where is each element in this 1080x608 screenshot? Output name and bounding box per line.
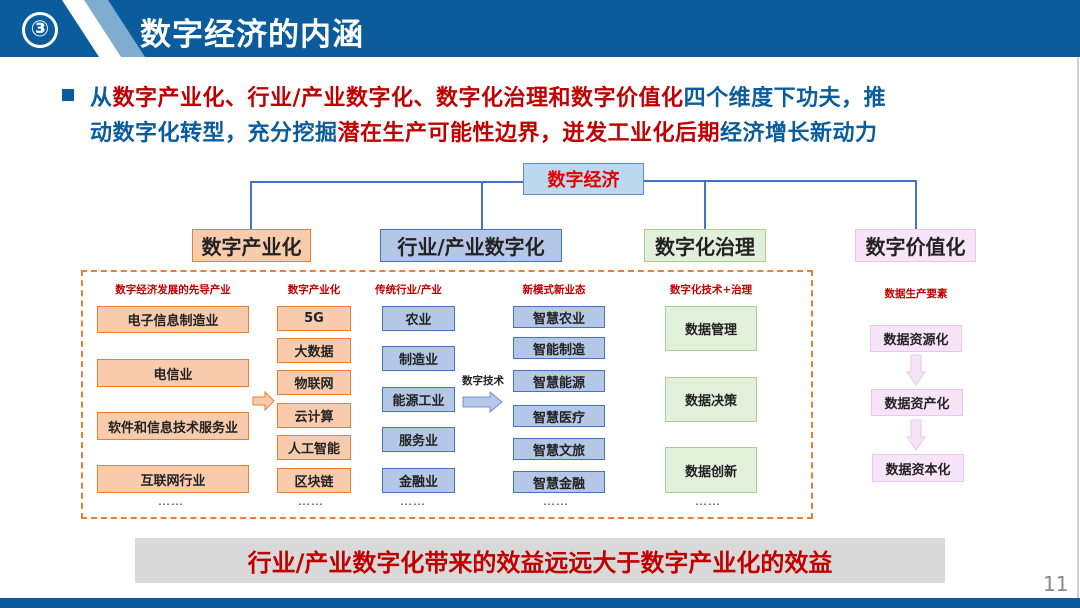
list-item: 智能制造 — [513, 337, 605, 359]
dim-digital-industrialization: 数字产业化 — [192, 229, 311, 262]
connector — [250, 181, 523, 183]
bullet-icon — [62, 89, 74, 101]
col-header: 数字经济发展的先导产业 — [115, 284, 231, 296]
list-item: 电子信息制造业 — [97, 306, 249, 333]
intro-text: 经济增长新动力 — [720, 121, 878, 146]
more-dots: …… — [298, 494, 324, 508]
more-dots: …… — [695, 494, 721, 508]
list-item: 数据资源化 — [870, 325, 962, 352]
col-header: 数字化技术+治理 — [669, 284, 753, 296]
col-header: 数据生产要素 — [884, 288, 948, 300]
header-bar — [0, 0, 1080, 57]
list-item: 智慧金融 — [513, 471, 605, 493]
list-item: 制造业 — [382, 346, 455, 371]
root-node: 数字经济 — [523, 163, 644, 195]
arrow-right-icon — [252, 391, 275, 411]
intro-line-1: 从数字产业化、行业/产业数字化、数字化治理和数字价值化四个维度下功夫，推 — [90, 80, 886, 112]
list-item: 数据资产化 — [871, 389, 963, 416]
dim-digital-governance: 数字化治理 — [644, 229, 766, 262]
intro-text: 四个维度下功夫，推 — [683, 86, 887, 111]
page-number: 11 — [1043, 572, 1069, 596]
list-item: 云计算 — [277, 403, 351, 428]
list-item: 电信业 — [97, 359, 249, 387]
list-item: 软件和信息技术服务业 — [97, 412, 249, 440]
col-header: 新模式新业态 — [522, 284, 586, 296]
list-item: 区块链 — [277, 468, 351, 493]
intro-highlight: 潜在生产可能性边界，迸发工业化后期 — [337, 121, 721, 146]
list-item: 物联网 — [277, 370, 351, 395]
list-item: 金融业 — [382, 468, 455, 493]
list-item: 能源工业 — [382, 387, 455, 412]
intro-highlight: 数字产业化、行业/产业数字化、数字化治理和数字价值化 — [112, 86, 684, 111]
arrow-down-icon — [906, 354, 926, 386]
more-dots: …… — [158, 494, 184, 508]
col-header: 传统行业/产业 — [375, 284, 442, 296]
list-item: 农业 — [382, 306, 455, 331]
more-dots: …… — [543, 494, 569, 508]
list-item: 智慧农业 — [513, 306, 605, 328]
list-item: 5G — [277, 306, 351, 331]
list-item: 智慧能源 — [513, 370, 605, 392]
more-dots: …… — [400, 494, 426, 508]
connector — [250, 181, 252, 229]
dim-industry-digitalization: 行业/产业数字化 — [380, 229, 562, 262]
list-item: 大数据 — [277, 338, 351, 363]
intro-text: 从 — [90, 86, 113, 111]
list-item: 数据资本化 — [872, 454, 964, 482]
slide-title: 数字经济的内涵 — [140, 17, 364, 53]
arrow-right-icon — [462, 391, 503, 413]
list-item: 智慧医疗 — [513, 405, 605, 427]
list-item: 人工智能 — [277, 435, 351, 460]
divider — [1077, 57, 1079, 598]
col-header: 数字产业化 — [287, 284, 341, 296]
connector — [915, 180, 917, 229]
footer-bar — [0, 598, 1080, 608]
connector — [644, 180, 916, 182]
list-item: 智慧文旅 — [513, 438, 605, 460]
dashed-group — [81, 270, 813, 519]
list-item: 数据决策 — [665, 377, 757, 422]
connector — [704, 181, 706, 229]
intro-line-2: 动数字化转型，充分挖掘潜在生产可能性边界，迸发工业化后期经济增长新动力 — [90, 115, 878, 147]
connector — [481, 181, 483, 229]
section-number: ③ — [22, 12, 58, 48]
arrow-down-icon — [906, 419, 926, 451]
list-item: 数据创新 — [665, 447, 757, 493]
conclusion-banner: 行业/产业数字化带来的效益远远大于数字产业化的效益 — [135, 538, 945, 583]
list-item: 服务业 — [382, 427, 455, 452]
list-item: 数据管理 — [665, 306, 757, 351]
list-item: 互联网行业 — [97, 465, 249, 493]
intro-text: 动数字化转型，充分挖掘 — [90, 121, 338, 146]
dim-digital-valuation: 数字价值化 — [855, 229, 976, 262]
arrow-label: 数字技术 — [462, 375, 504, 387]
